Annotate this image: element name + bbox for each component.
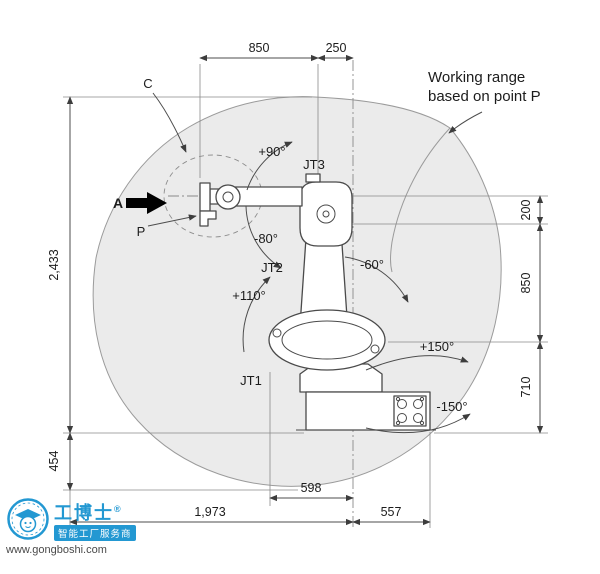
watermark: 工博士® 智能工厂服务商 www.gongboshi.com [6,497,146,556]
jt3-label: JT3 [303,157,325,172]
point-c-leader [152,92,187,153]
connector-bolt-4 [419,420,425,426]
dim-top-850-label: 850 [249,41,270,55]
connector-bolt-3 [395,420,401,426]
dim-top-250-label: 250 [326,41,347,55]
robot-elbow-top-lug [305,173,321,183]
working-range-leader [448,111,483,134]
connector-3 [397,413,407,423]
robot-forearm [234,186,303,207]
dim-bottom-598-label: 598 [301,481,322,495]
jt1-label: JT1 [240,373,262,388]
base-connector-panel [393,395,427,427]
working-range-envelope [92,96,502,487]
jt2-minus60-arc [344,256,409,303]
jt3-minus80-arc [245,205,282,269]
jt3-joint-circle [316,204,336,224]
jt2-lug-right [370,344,380,354]
jt2-plus110-arc [242,276,271,353]
envelope-inner-arc [390,127,451,273]
dim-left-454-label: 454 [47,451,61,472]
working-range-title-line1: Working range [428,69,525,86]
dim-bottom-1973-label: 1,973 [194,505,225,519]
connector-bolt-1 [395,396,401,402]
tool-flange [199,182,211,212]
gongboshi-logo-icon [7,498,49,540]
jt2-lug-left [272,328,282,338]
wrist-joint-center [222,191,234,203]
dim-right-850-label: 850 [519,273,533,294]
connector-4 [413,413,423,423]
robot-silhouette [199,173,436,431]
wrist-joint-circle [215,184,241,210]
point-p-leader [147,214,197,227]
jt1-plus150-label: +150° [420,339,454,354]
jt3-joint-center [322,210,330,218]
jt3-plus90-label: +90° [258,144,285,159]
connector-1 [397,399,407,409]
jt1-minus150-label: -150° [436,399,467,414]
jt2-swing-casting [268,309,386,371]
watermark-brand: 工博士 [54,503,114,523]
jt3-plus90-arc [246,141,293,191]
dim-left-2433-label: 2,433 [47,249,61,280]
dim-right-710-label: 710 [519,377,533,398]
jt2-plus110-label: +110° [232,288,266,303]
watermark-url: www.gongboshi.com [6,544,107,556]
dim-bottom-557-label: 557 [381,505,402,519]
working-range-title-line2: based on point P [428,88,541,105]
connector-2 [413,399,423,409]
point-c-label: C [143,76,152,91]
view-a-arrow [126,192,167,214]
dim-right-200-label: 200 [519,200,533,221]
watermark-tagline: 智能工厂服务商 [54,525,136,541]
robot-elbow-housing [299,181,353,247]
point-a-label: A [113,195,123,211]
jt1-plus150-arc [365,355,469,371]
tool-bracket [199,210,217,227]
registered-mark: ® [114,504,121,514]
jt1-minus150-arc [365,413,471,434]
jt2-minus60-label: -60° [360,257,384,272]
jt2-swing-casting-inner [281,320,373,360]
watermark-brand-line: 工博士® [54,499,136,523]
jt3-minus80-label: -80° [254,231,278,246]
point-p-label: P [137,224,146,239]
jt2-label: JT2 [261,260,283,275]
connector-bolt-2 [419,396,425,402]
